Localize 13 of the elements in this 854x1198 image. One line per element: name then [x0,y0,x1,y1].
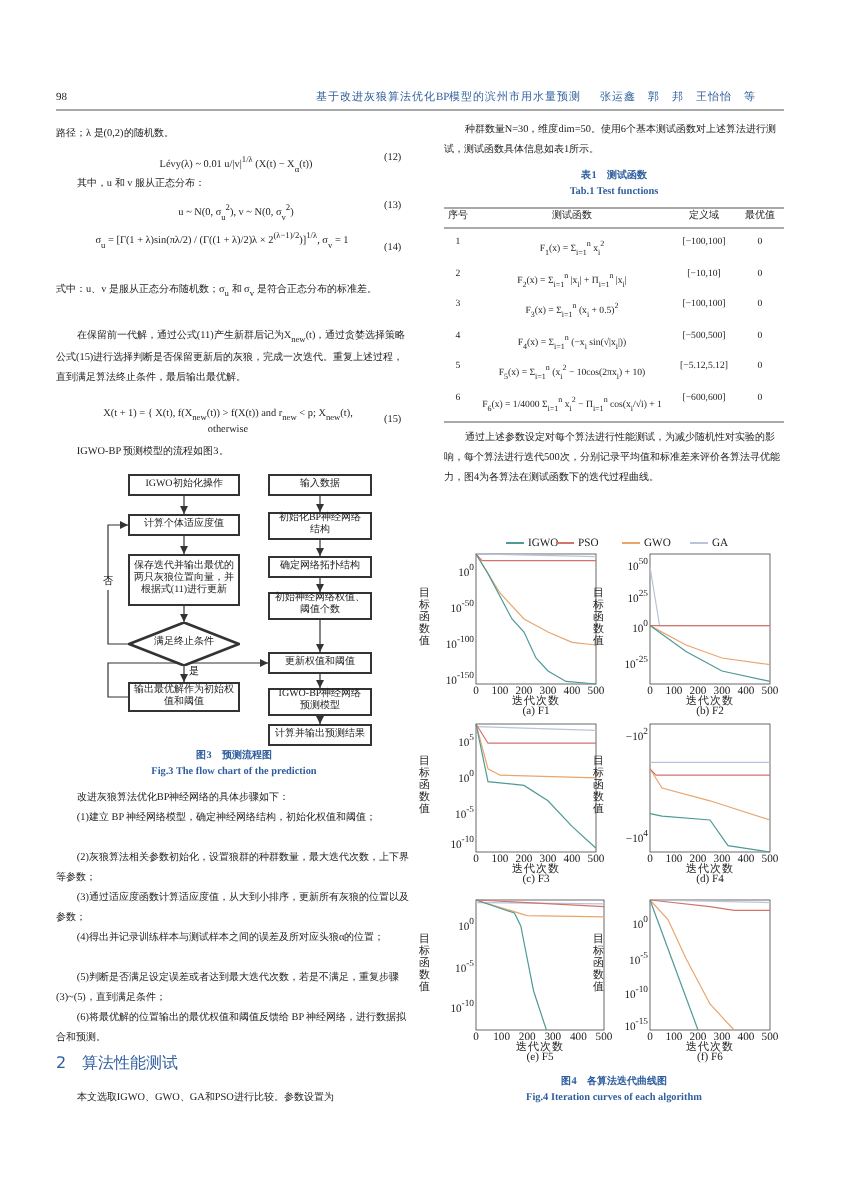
arrow [180,535,188,555]
arrow [180,495,188,515]
arrow [180,665,188,683]
section-heading: 2 算法性能测试 [56,1054,181,1074]
arrow [107,659,269,698]
arrow [316,495,324,513]
arrow [107,521,129,645]
arrow [316,577,324,593]
arrow [180,605,188,623]
arrow [316,673,324,689]
arrow [316,619,324,653]
arrow [316,539,324,557]
arrow [316,715,324,725]
